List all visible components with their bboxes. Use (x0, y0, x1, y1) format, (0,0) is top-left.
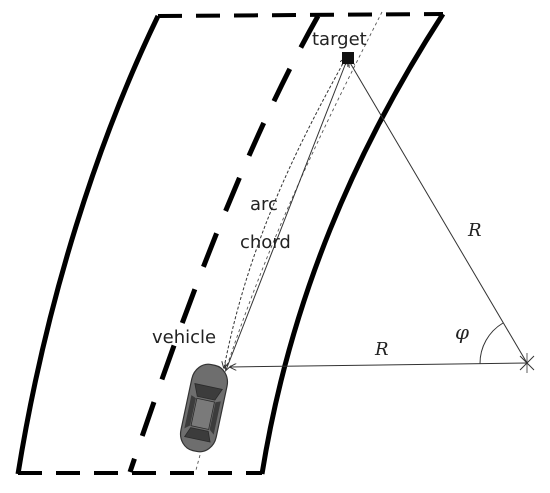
x-marker-icon (519, 353, 535, 373)
radius-lower-label: R (374, 339, 389, 360)
angle-label: φ (455, 320, 469, 344)
car-top-view-icon (179, 363, 229, 453)
radius-upper-label: R (467, 220, 482, 241)
arc-label: arc (250, 194, 278, 215)
vehicle-right-windows (209, 401, 221, 435)
road (15, 12, 446, 475)
vehicle-left-windows (184, 395, 196, 429)
vehicle-rear-window (183, 427, 211, 443)
road-left-edge (15, 14, 161, 475)
vehicle-roof (190, 397, 215, 430)
square-marker-icon (342, 52, 354, 64)
vehicle-label: vehicle (152, 327, 216, 348)
angle-arc (479, 322, 504, 365)
vehicle-windshield (194, 383, 223, 401)
radius-line-to-target (349, 61, 528, 364)
target-label: target (312, 29, 367, 50)
radius-line-to-vehicle (230, 362, 528, 367)
chord-line (226, 60, 347, 370)
arc-path (224, 58, 346, 368)
chord-label: chord (240, 232, 291, 253)
road-top-dashed-boundary (157, 12, 444, 18)
